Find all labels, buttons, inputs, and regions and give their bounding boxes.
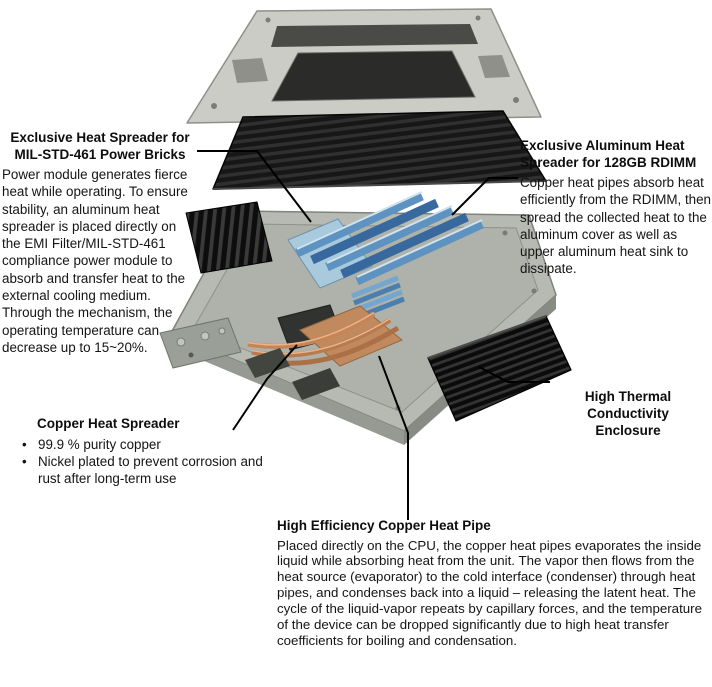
io-connectors	[245, 348, 340, 400]
enclosure-annotation: High Thermal Conductivity Enclosure	[584, 389, 672, 438]
power-brick-annotation: Exclusive Heat Spreader for MIL-STD-461 …	[2, 130, 198, 356]
power-brick-module	[185, 201, 273, 274]
heat-pipe-callout-line	[378, 355, 409, 520]
rdimm-module	[310, 198, 439, 265]
power-brick-callout-line	[197, 150, 312, 223]
rdimm-annotation-title: Exclusive Aluminum Heat Spreader for 128…	[520, 138, 697, 170]
top-cover-plate	[186, 8, 542, 124]
heat-pipe-annotation-body: Placed directly on the CPU, the copper h…	[277, 537, 702, 648]
copper-spreader-annotation-title: Copper Heat Spreader	[37, 416, 180, 431]
copper-spreader-annotation: Copper Heat Spreader • 99.9 % purity cop…	[22, 416, 278, 487]
rdimm-annotation: Exclusive Aluminum Heat Spreader for 128…	[520, 138, 711, 278]
callout-lines	[197, 150, 550, 520]
heat-pipe-annotation-title: High Efficiency Copper Heat Pipe	[277, 518, 491, 533]
side-bracket	[159, 317, 242, 369]
bullet-icon: •	[22, 453, 27, 469]
rdimm-modules	[287, 191, 484, 289]
heat-pipe-annotation: High Efficiency Copper Heat Pipe Placed …	[277, 518, 703, 649]
rdimm-module	[355, 219, 484, 286]
rdimm-annotation-body: Copper heat pipes absorb heat efficientl…	[520, 175, 712, 277]
list-item: • Nickel plated to prevent corrosion and…	[22, 453, 278, 488]
list-item: • 99.9 % purity copper	[22, 436, 278, 453]
bullet-text: Nickel plated to prevent corrosion and r…	[38, 453, 263, 487]
heat-pipe	[247, 311, 376, 349]
bullet-text: 99.9 % purity copper	[38, 436, 161, 452]
bullet-icon: •	[22, 436, 27, 452]
copper-spreader-callout-line	[232, 344, 298, 431]
copper-spreader-bullet-list: • 99.9 % purity copper • Nickel plated t…	[22, 436, 278, 488]
rdimm-callout-line	[451, 177, 518, 216]
enclosure-callout-line	[478, 366, 550, 383]
rdimm-module	[295, 191, 424, 258]
rdimm-module	[340, 212, 469, 279]
rdimm-module	[325, 205, 454, 272]
power-brick-annotation-body: Power module generates fierce heat while…	[2, 167, 188, 355]
power-brick-annotation-title: Exclusive Heat Spreader for MIL-STD-461 …	[10, 130, 190, 162]
upper-heat-sink-layer	[212, 110, 547, 190]
enclosure-heat-sink	[427, 315, 572, 422]
